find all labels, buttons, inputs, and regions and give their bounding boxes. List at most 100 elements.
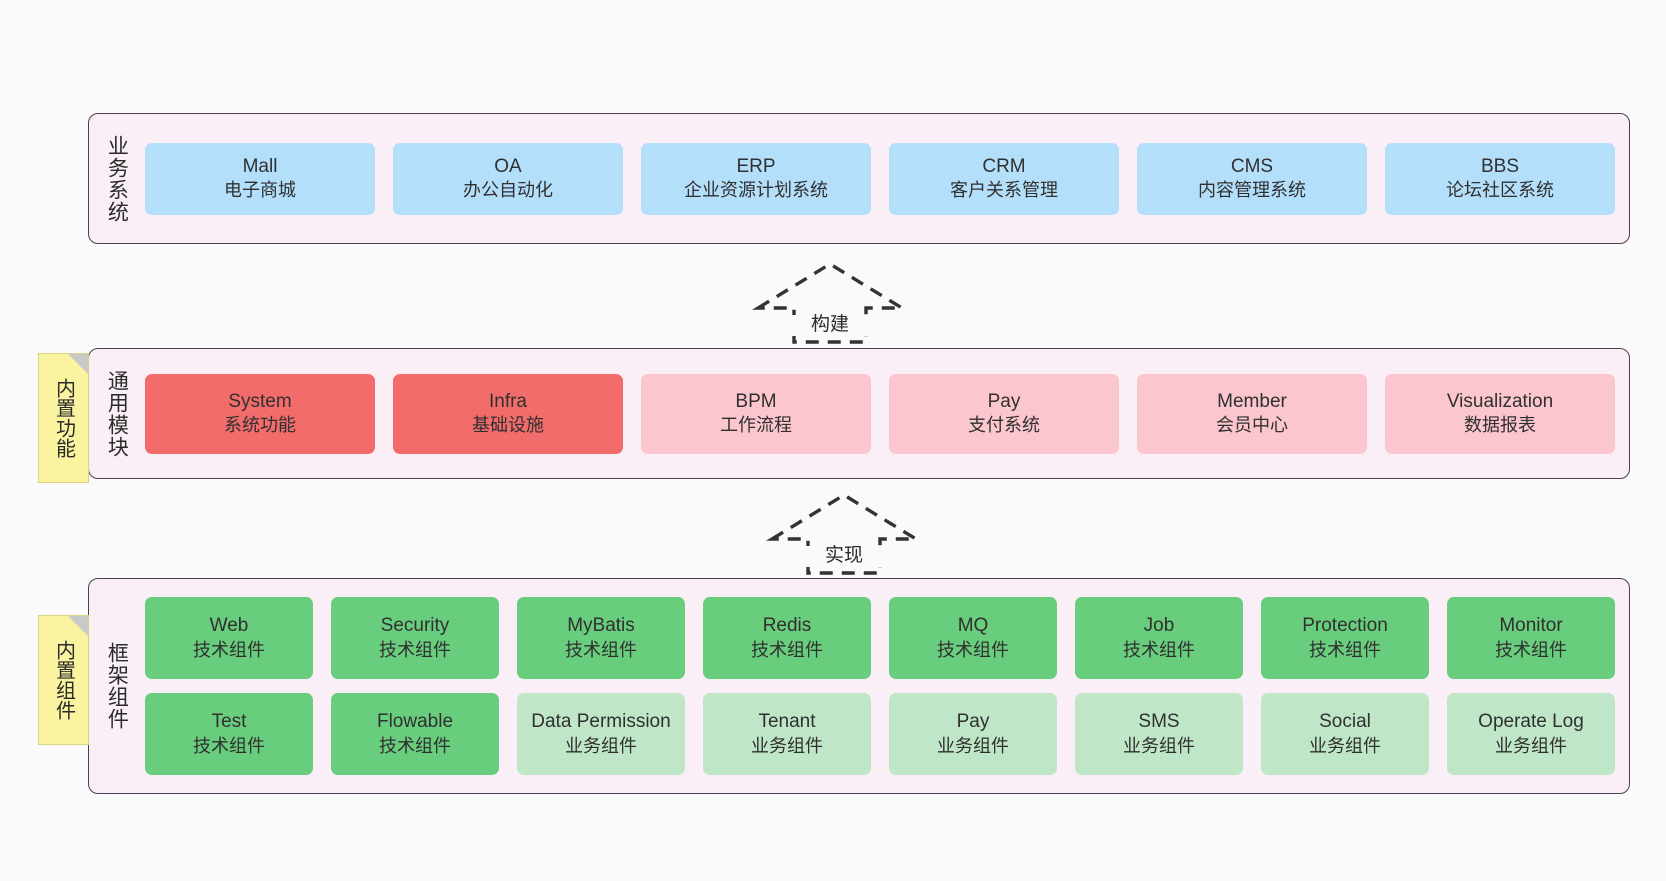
framework-box-sms[interactable]: SMS 业务组件 bbox=[1075, 693, 1243, 775]
module-box-infra-cn: 基础设施 bbox=[472, 415, 544, 436]
framework-box-pay-cn: 业务组件 bbox=[937, 735, 1009, 756]
business-box-oa-cn: 办公自动化 bbox=[463, 180, 553, 201]
framework-box-flowable-cn: 技术组件 bbox=[379, 735, 451, 756]
module-box-pay-en: Pay bbox=[987, 390, 1021, 412]
note-builtin-components-label: 内置组件 bbox=[52, 640, 75, 720]
business-box-erp-en: ERP bbox=[736, 155, 776, 177]
note-builtin-components: 内置组件 bbox=[38, 615, 89, 745]
framework-box-test-en: Test bbox=[211, 711, 247, 733]
framework-box-mq[interactable]: MQ 技术组件 bbox=[889, 597, 1057, 679]
business-box-mall-en: Mall bbox=[242, 155, 278, 177]
framework-box-web-en: Web bbox=[209, 615, 249, 637]
framework-box-redis[interactable]: Redis 技术组件 bbox=[703, 597, 871, 679]
framework-box-security-en: Security bbox=[380, 615, 450, 637]
framework-box-social[interactable]: Social 业务组件 bbox=[1261, 693, 1429, 775]
arrow-implement-label: 实现 bbox=[764, 545, 924, 567]
framework-box-redis-en: Redis bbox=[762, 615, 812, 637]
module-box-visualization-en: Visualization bbox=[1446, 390, 1554, 412]
framework-box-test[interactable]: Test 技术组件 bbox=[145, 693, 313, 775]
framework-box-tenant[interactable]: Tenant 业务组件 bbox=[703, 693, 871, 775]
business-box-cms[interactable]: CMS 内容管理系统 bbox=[1137, 142, 1367, 215]
module-box-member[interactable]: Member 会员中心 bbox=[1137, 373, 1367, 454]
framework-box-security[interactable]: Security 技术组件 bbox=[331, 597, 499, 679]
note-builtin-functions: 内置功能 bbox=[38, 353, 89, 483]
framework-box-flowable-en: Flowable bbox=[376, 711, 454, 733]
layer-business-systems-title: 业务系统 bbox=[105, 134, 129, 223]
business-box-oa[interactable]: OA 办公自动化 bbox=[393, 142, 623, 215]
module-box-member-en: Member bbox=[1217, 390, 1287, 412]
module-box-system-en: System bbox=[228, 390, 292, 412]
framework-box-monitor[interactable]: Monitor 技术组件 bbox=[1447, 597, 1615, 679]
module-box-infra[interactable]: Infra 基础设施 bbox=[393, 373, 623, 454]
arrow-implement: 实现 bbox=[764, 489, 924, 575]
layer-business-systems-body: Mall 电子商城 OA 办公自动化 ERP 企业资源计划系统 CRM 客户关系… bbox=[137, 114, 1629, 243]
framework-box-security-cn: 技术组件 bbox=[379, 639, 451, 660]
note-builtin-functions-label: 内置功能 bbox=[52, 378, 75, 458]
business-box-bbs[interactable]: BBS 论坛社区系统 bbox=[1385, 142, 1615, 215]
business-box-crm-cn: 客户关系管理 bbox=[950, 180, 1058, 201]
framework-box-sms-en: SMS bbox=[1138, 711, 1180, 733]
business-box-cms-en: CMS bbox=[1230, 155, 1274, 177]
layer-common-modules-body: System 系统功能 Infra 基础设施 BPM 工作流程 Pay 支付系统… bbox=[137, 349, 1629, 478]
module-box-visualization-cn: 数据报表 bbox=[1464, 415, 1536, 436]
framework-box-data-permission-cn: 业务组件 bbox=[565, 735, 637, 756]
framework-box-job-cn: 技术组件 bbox=[1123, 639, 1195, 660]
framework-box-web[interactable]: Web 技术组件 bbox=[145, 597, 313, 679]
framework-box-job[interactable]: Job 技术组件 bbox=[1075, 597, 1243, 679]
framework-box-protection[interactable]: Protection 技术组件 bbox=[1261, 597, 1429, 679]
business-box-mall-cn: 电子商城 bbox=[224, 180, 296, 201]
module-box-visualization[interactable]: Visualization 数据报表 bbox=[1385, 373, 1615, 454]
framework-box-monitor-cn: 技术组件 bbox=[1495, 639, 1567, 660]
framework-box-pay-en: Pay bbox=[956, 711, 990, 733]
business-box-bbs-cn: 论坛社区系统 bbox=[1446, 180, 1554, 201]
module-box-system[interactable]: System 系统功能 bbox=[145, 373, 375, 454]
framework-box-mq-cn: 技术组件 bbox=[937, 639, 1009, 660]
framework-box-tenant-en: Tenant bbox=[758, 711, 816, 733]
business-box-crm[interactable]: CRM 客户关系管理 bbox=[889, 142, 1119, 215]
module-box-bpm-cn: 工作流程 bbox=[720, 415, 792, 436]
business-box-crm-en: CRM bbox=[982, 155, 1026, 177]
business-systems-row: Mall 电子商城 OA 办公自动化 ERP 企业资源计划系统 CRM 客户关系… bbox=[145, 142, 1615, 215]
framework-box-mq-en: MQ bbox=[957, 615, 989, 637]
framework-box-data-permission-en: Data Permission bbox=[531, 711, 671, 733]
module-box-bpm[interactable]: BPM 工作流程 bbox=[641, 373, 871, 454]
arrow-build-label: 构建 bbox=[750, 314, 910, 336]
framework-business-components-row: Test 技术组件 Flowable 技术组件 Data Permission … bbox=[145, 693, 1615, 775]
framework-box-mybatis-en: MyBatis bbox=[567, 615, 635, 637]
layer-common-modules-title: 通用模块 bbox=[105, 369, 129, 458]
layer-framework-components: 框架组件 Web 技术组件 Security 技术组件 MyBatis 技术组件… bbox=[88, 578, 1630, 794]
layer-framework-components-body: Web 技术组件 Security 技术组件 MyBatis 技术组件 Redi… bbox=[137, 579, 1629, 793]
business-box-erp-cn: 企业资源计划系统 bbox=[684, 180, 828, 201]
common-modules-row: System 系统功能 Infra 基础设施 BPM 工作流程 Pay 支付系统… bbox=[145, 373, 1615, 454]
module-box-bpm-en: BPM bbox=[735, 390, 777, 412]
framework-box-job-en: Job bbox=[1143, 615, 1175, 637]
note-fold-corner-icon bbox=[68, 354, 88, 374]
framework-box-redis-cn: 技术组件 bbox=[751, 639, 823, 660]
framework-box-test-cn: 技术组件 bbox=[193, 735, 265, 756]
arrow-build: 构建 bbox=[750, 258, 910, 344]
layer-business-systems: 业务系统 Mall 电子商城 OA 办公自动化 ERP 企业资源计划系统 CRM… bbox=[88, 113, 1630, 244]
framework-tech-components-row: Web 技术组件 Security 技术组件 MyBatis 技术组件 Redi… bbox=[145, 597, 1615, 679]
business-box-bbs-en: BBS bbox=[1480, 155, 1520, 177]
framework-box-social-en: Social bbox=[1319, 711, 1371, 733]
module-box-pay[interactable]: Pay 支付系统 bbox=[889, 373, 1119, 454]
framework-box-pay[interactable]: Pay 业务组件 bbox=[889, 693, 1057, 775]
layer-framework-components-title: 框架组件 bbox=[105, 642, 129, 730]
business-box-oa-en: OA bbox=[494, 155, 522, 177]
framework-box-operate-log[interactable]: Operate Log 业务组件 bbox=[1447, 693, 1615, 775]
framework-box-social-cn: 业务组件 bbox=[1309, 735, 1381, 756]
framework-box-sms-cn: 业务组件 bbox=[1123, 735, 1195, 756]
framework-box-flowable[interactable]: Flowable 技术组件 bbox=[331, 693, 499, 775]
framework-box-data-permission[interactable]: Data Permission 业务组件 bbox=[517, 693, 685, 775]
module-box-pay-cn: 支付系统 bbox=[968, 415, 1040, 436]
framework-box-mybatis[interactable]: MyBatis 技术组件 bbox=[517, 597, 685, 679]
module-box-system-cn: 系统功能 bbox=[224, 415, 296, 436]
framework-box-protection-en: Protection bbox=[1302, 615, 1388, 637]
framework-box-operate-log-cn: 业务组件 bbox=[1495, 735, 1567, 756]
business-box-mall[interactable]: Mall 电子商城 bbox=[145, 142, 375, 215]
framework-box-protection-cn: 技术组件 bbox=[1309, 639, 1381, 660]
framework-box-tenant-cn: 业务组件 bbox=[751, 735, 823, 756]
module-box-infra-en: Infra bbox=[488, 390, 528, 412]
note-fold-corner-icon bbox=[68, 616, 88, 636]
business-box-erp[interactable]: ERP 企业资源计划系统 bbox=[641, 142, 871, 215]
